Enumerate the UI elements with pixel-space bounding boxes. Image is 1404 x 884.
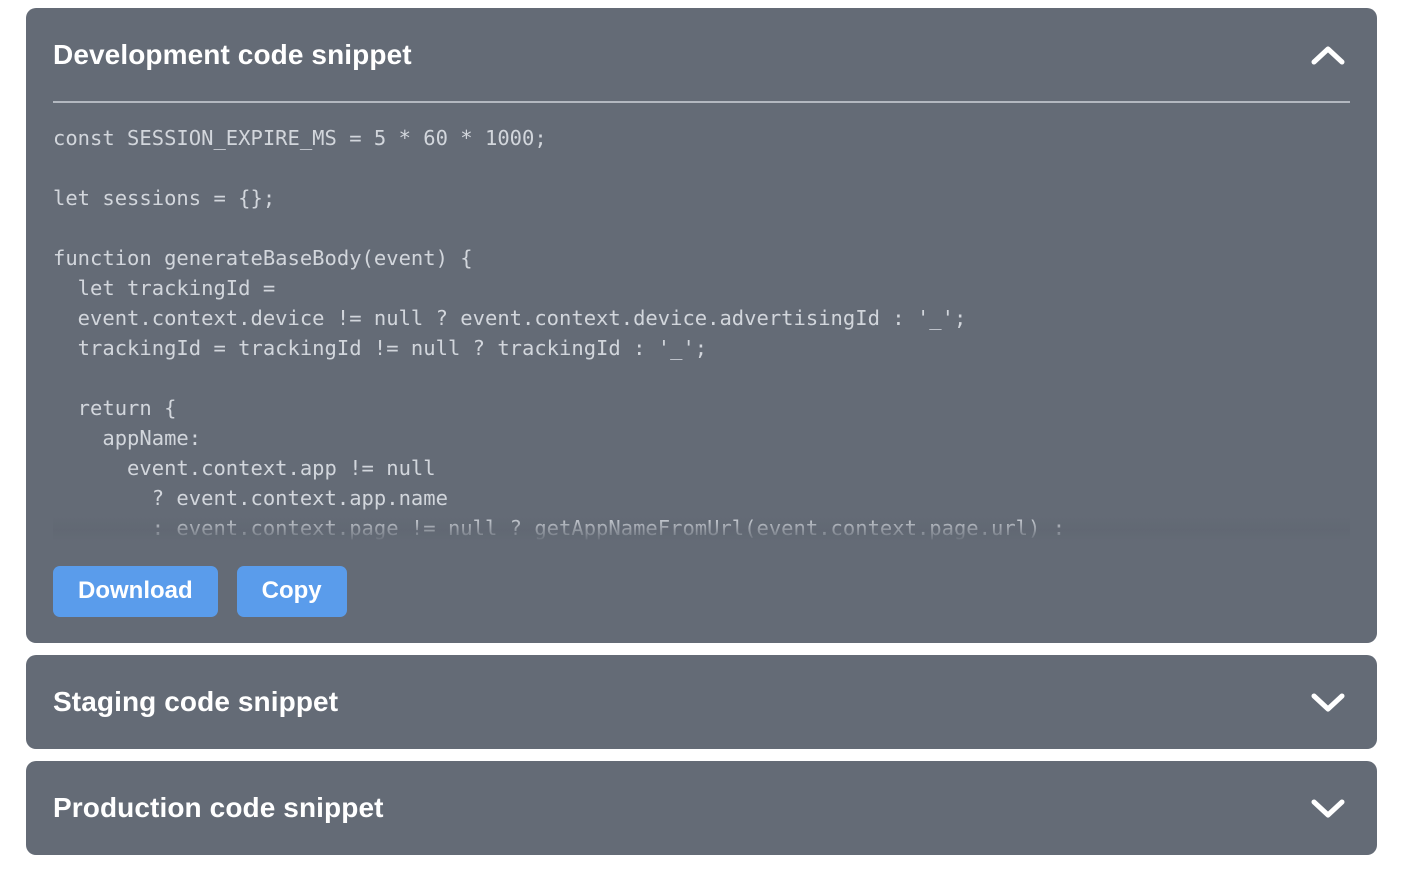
panel-header-production[interactable]: Production code snippet: [26, 761, 1377, 855]
panel-development: Development code snippet const SESSION_E…: [26, 8, 1377, 643]
panel-actions-development: Download Copy: [53, 542, 1350, 643]
panel-header-staging[interactable]: Staging code snippet: [26, 655, 1377, 749]
code-block-development: const SESSION_EXPIRE_MS = 5 * 60 * 1000;…: [53, 126, 1066, 540]
panel-production: Production code snippet: [26, 761, 1377, 855]
panel-title-production: Production code snippet: [53, 792, 384, 823]
panel-staging: Staging code snippet: [26, 655, 1377, 749]
chevron-down-icon[interactable]: [1307, 681, 1349, 723]
panel-title-development: Development code snippet: [53, 38, 412, 70]
panel-body-development: const SESSION_EXPIRE_MS = 5 * 60 * 1000;…: [26, 101, 1377, 643]
chevron-up-icon[interactable]: [1307, 34, 1349, 76]
download-button[interactable]: Download: [53, 566, 218, 617]
copy-button[interactable]: Copy: [236, 566, 347, 617]
code-scroll-region[interactable]: const SESSION_EXPIRE_MS = 5 * 60 * 1000;…: [53, 123, 1350, 542]
chevron-down-icon[interactable]: [1307, 787, 1349, 829]
panel-header-development[interactable]: Development code snippet: [26, 8, 1377, 101]
panel-title-staging: Staging code snippet: [53, 686, 339, 717]
header-divider: [53, 101, 1350, 103]
